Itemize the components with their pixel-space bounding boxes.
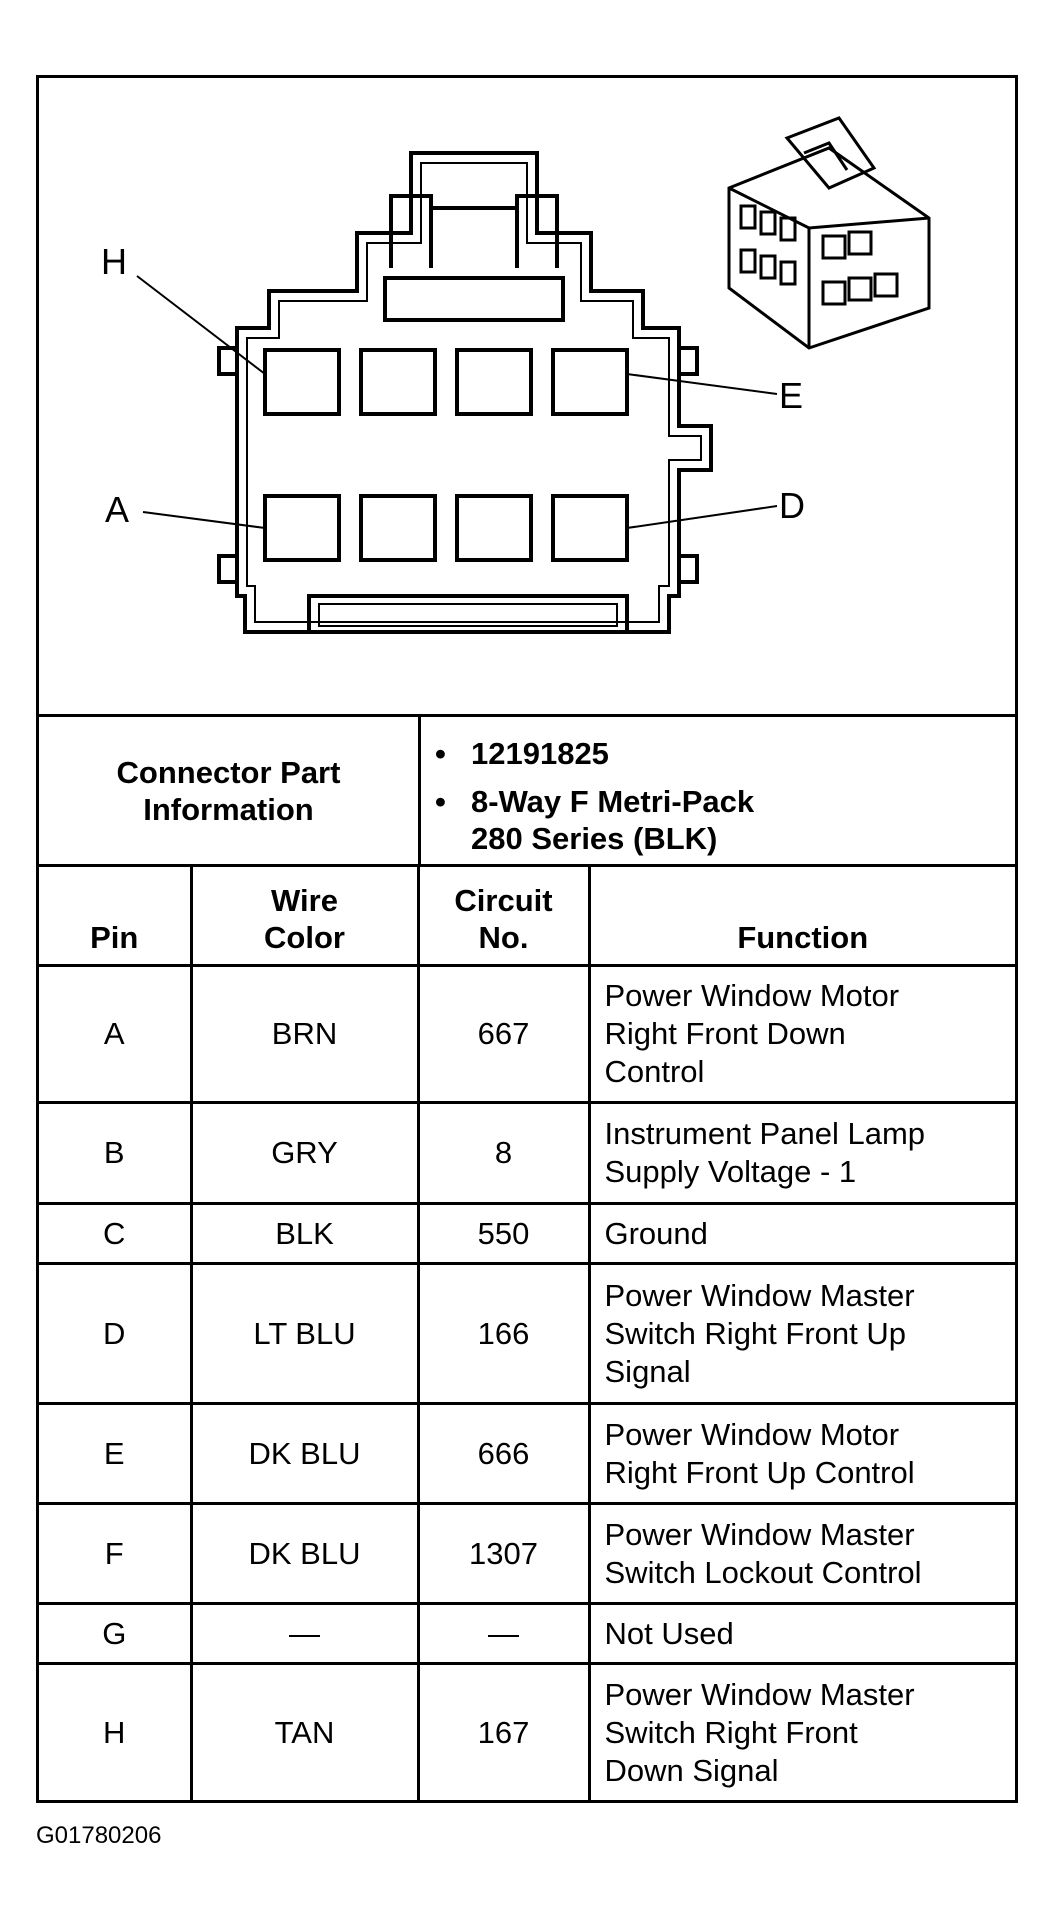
function-cell: Not Used [587,1602,1015,1665]
circuit-cell: 1307 [416,1502,591,1605]
pin-label-e: E [779,375,803,416]
wire-color-cell: BLK [189,1202,420,1265]
side-tab-right-top [679,346,699,376]
function-cell: Power Window Master Switch Right Front D… [587,1662,1015,1802]
part-number: 12191825 [435,735,1015,772]
cavity-c [455,494,533,562]
latch-arm-left [389,194,433,268]
header-pin: Pin [39,864,193,967]
function-cell: Power Window Motor Right Front Up Contro… [587,1402,1015,1505]
function-cell: Instrument Panel Lamp Supply Voltage - 1 [587,1101,1015,1205]
pin-cell: F [39,1502,193,1605]
circuit-cell: 167 [416,1662,591,1802]
pin-cell: B [39,1101,193,1205]
table-header-row: Pin Wire Color Circuit No. Function [39,864,1015,967]
pin-cell: G [39,1602,193,1665]
cavity-f [455,348,533,416]
header-circuit-no: Circuit No. [416,864,591,967]
table-row: A BRN 667 Power Window Motor Right Front… [39,964,1015,1104]
pin-label-d: D [779,485,805,526]
side-tab-left-bottom [217,554,237,584]
leader-line-e [626,373,778,395]
leader-line-h [136,275,266,375]
pin-cell: C [39,1202,193,1265]
header-function: Function [587,864,1015,967]
table-row: G — — Not Used [39,1602,1015,1665]
connector-info-label: Connector Part Information [116,754,341,827]
wire-color-cell: GRY [189,1101,420,1205]
table-row: H TAN 167 Power Window Master Switch Rig… [39,1662,1015,1802]
pin-label-a: A [105,489,129,530]
pin-cell: A [39,964,193,1104]
pin-label-h: H [101,241,127,282]
pin-cell: H [39,1662,193,1802]
wire-color-cell: LT BLU [189,1262,420,1405]
function-cell: Power Window Master Switch Right Front U… [587,1262,1015,1405]
side-tab-right-bottom [679,554,699,584]
latch-arm-right [515,194,559,268]
connector-description: 8-Way F Metri-Pack 280 Series (BLK) [435,783,1015,857]
pin-cell: D [39,1262,193,1405]
connector-info-list: 12191825 8-Way F Metri-Pack 280 Series (… [421,717,1015,864]
wire-color-cell: — [189,1602,420,1665]
cavity-g [359,348,437,416]
circuit-cell: 550 [416,1202,591,1265]
connector-figure: H E A D Connector Part Information 12191… [36,75,1018,1803]
circuit-cell: 666 [416,1402,591,1505]
wire-color-cell: TAN [189,1662,420,1802]
leader-line-a [142,511,266,529]
circuit-cell: 667 [416,964,591,1104]
leader-line-d [626,505,778,529]
wire-color-cell: DK BLU [189,1402,420,1505]
connector-bottom-key-inner [318,603,618,627]
connector-housing-inner-outline [246,162,702,623]
table-row: D LT BLU 166 Power Window Master Switch … [39,1262,1015,1405]
connector-bottom-key [307,594,629,634]
wire-color-cell: BRN [189,964,420,1104]
connector-3d-view [727,116,931,350]
table-row: F DK BLU 1307 Power Window Master Switch… [39,1502,1015,1605]
pinout-table: Pin Wire Color Circuit No. Function A BR… [39,864,1015,1802]
function-cell: Power Window Master Switch Lockout Contr… [587,1502,1015,1605]
circuit-cell: 8 [416,1101,591,1205]
cavity-d [551,494,629,562]
table-row: C BLK 550 Ground [39,1202,1015,1265]
wire-color-cell: DK BLU [189,1502,420,1605]
pin-cell: E [39,1402,193,1505]
circuit-cell: 166 [416,1262,591,1405]
connector-latch [383,276,565,322]
side-tab-left-top [217,346,237,376]
connector-part-information: Connector Part Information 12191825 8-Wa… [39,714,1015,864]
table-row: B GRY 8 Instrument Panel Lamp Supply Vol… [39,1101,1015,1205]
connector-diagram: H E A D [39,78,1015,714]
connector-face-view: H E A D [101,116,931,634]
table-row: E DK BLU 666 Power Window Motor Right Fr… [39,1402,1015,1505]
connector-housing-outline [235,151,713,634]
cavity-b [359,494,437,562]
figure-id: G01780206 [36,1822,162,1849]
cavity-h [263,348,341,416]
function-cell: Ground [587,1202,1015,1265]
function-cell: Power Window Motor Right Front Down Cont… [587,964,1015,1104]
cavity-a [263,494,341,562]
circuit-cell: — [416,1602,591,1665]
cavity-e [551,348,629,416]
header-wire-color: Wire Color [189,864,420,967]
info-divider [418,717,421,864]
